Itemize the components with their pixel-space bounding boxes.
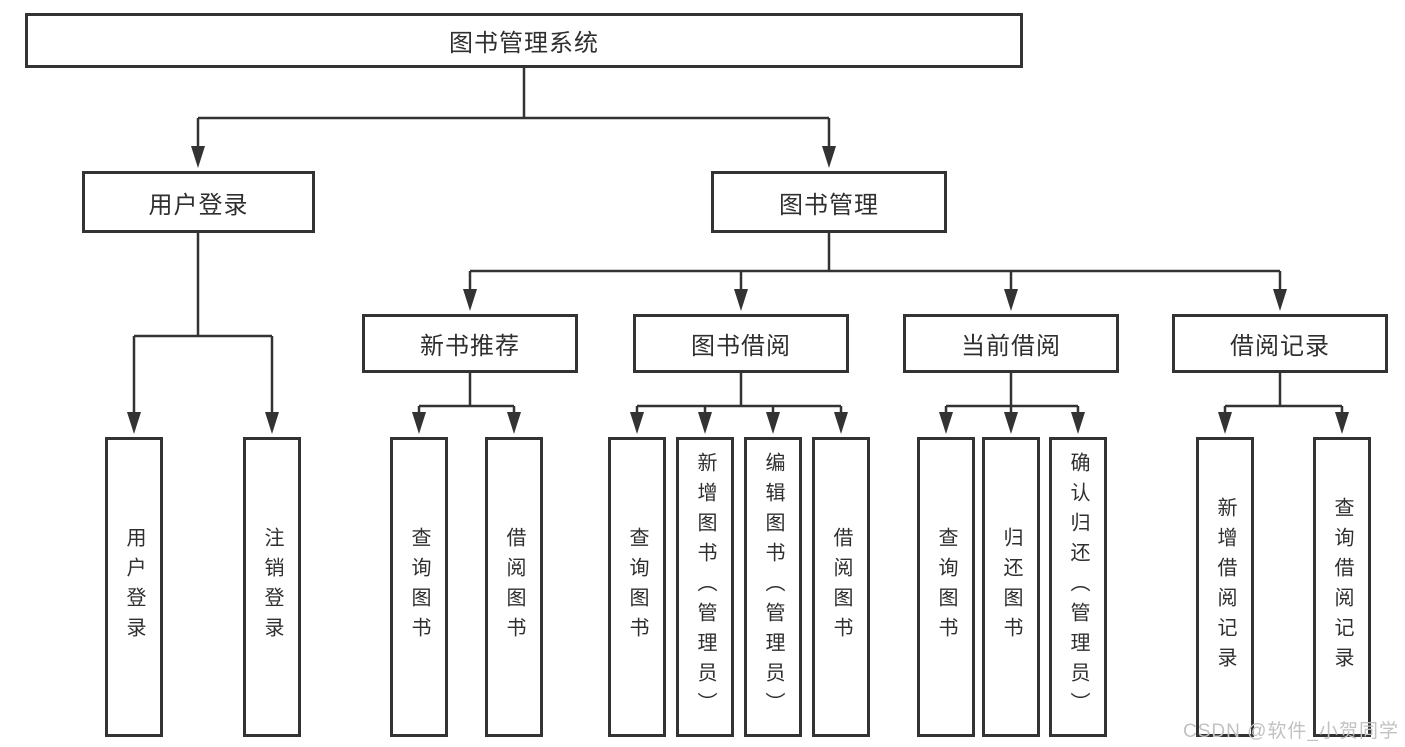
node-root: 图书管理系统	[25, 13, 1023, 68]
arrowheads-book-borrow	[630, 412, 848, 434]
arrowheads-book-mgmt	[463, 289, 1287, 311]
node-user-login: 用户登录	[82, 171, 315, 233]
leaf-add-borrow-record: 新增借阅记录	[1196, 437, 1254, 737]
leaf-borrow-book-recommend: 借阅图书	[485, 437, 543, 737]
leaf-confirm-return-admin: 确认归还（管理员）	[1049, 437, 1107, 737]
leaf-return-book-label: 归还图书	[1000, 527, 1022, 647]
leaf-borrow-book-recommend-label: 借阅图书	[503, 527, 525, 647]
leaf-logout: 注销登录	[243, 437, 301, 737]
connector-root	[196, 68, 831, 150]
leaf-logout-label: 注销登录	[261, 527, 283, 647]
leaf-borrow-book: 借阅图书	[812, 437, 870, 737]
connector-borrow-records	[1223, 373, 1344, 414]
node-current-borrow-label: 当前借阅	[961, 333, 1061, 360]
node-root-label: 图书管理系统	[449, 30, 599, 57]
leaf-query-book-borrow: 查询图书	[608, 437, 666, 737]
watermark: CSDN @软件_小贺同学	[1183, 721, 1399, 742]
leaf-return-book: 归还图书	[982, 437, 1040, 737]
leaf-query-book-recommend: 查询图书	[390, 437, 448, 737]
node-book-borrow: 图书借阅	[633, 314, 849, 373]
leaf-add-book-admin-label: 新增图书（管理员）	[694, 452, 716, 722]
leaf-query-borrow-record-label: 查询借阅记录	[1331, 497, 1353, 677]
leaf-query-book-borrow-label: 查询图书	[626, 527, 648, 647]
arrowheads-borrow-records	[1218, 412, 1349, 434]
leaf-edit-book-admin: 编辑图书（管理员）	[744, 437, 802, 737]
node-book-mgmt-label: 图书管理	[779, 191, 879, 219]
connector-book-mgmt	[468, 233, 1282, 292]
node-borrow-records-label: 借阅记录	[1230, 333, 1330, 360]
node-current-borrow: 当前借阅	[903, 314, 1119, 373]
arrowheads-current-borrow	[939, 412, 1085, 434]
leaf-user-login: 用户登录	[105, 437, 163, 737]
leaf-confirm-return-admin-label: 确认归还（管理员）	[1067, 452, 1089, 722]
node-new-book-recommend-label: 新书推荐	[420, 333, 520, 360]
arrowheads-new-book	[412, 412, 521, 434]
leaf-user-login-label: 用户登录	[123, 527, 145, 647]
node-borrow-records: 借阅记录	[1172, 314, 1388, 373]
node-book-mgmt: 图书管理	[711, 171, 947, 233]
node-user-login-label: 用户登录	[148, 191, 249, 219]
node-new-book-recommend: 新书推荐	[362, 314, 578, 373]
leaf-add-book-admin: 新增图书（管理员）	[676, 437, 734, 737]
arrowheads-user-login	[127, 412, 279, 434]
arrowheads-root	[191, 146, 836, 168]
leaf-query-borrow-record: 查询借阅记录	[1313, 437, 1371, 737]
connector-user-login	[132, 233, 274, 414]
leaf-query-book-current-label: 查询图书	[935, 527, 957, 647]
leaf-add-borrow-record-label: 新增借阅记录	[1214, 497, 1236, 677]
connector-book-borrow	[635, 373, 843, 414]
leaf-edit-book-admin-label: 编辑图书（管理员）	[762, 452, 784, 722]
connector-new-book	[417, 373, 516, 414]
connector-current-borrow	[944, 373, 1080, 414]
leaf-query-book-current: 查询图书	[917, 437, 975, 737]
leaf-query-book-recommend-label: 查询图书	[408, 527, 430, 647]
node-book-borrow-label: 图书借阅	[691, 333, 791, 360]
leaf-borrow-book-label: 借阅图书	[830, 527, 852, 647]
